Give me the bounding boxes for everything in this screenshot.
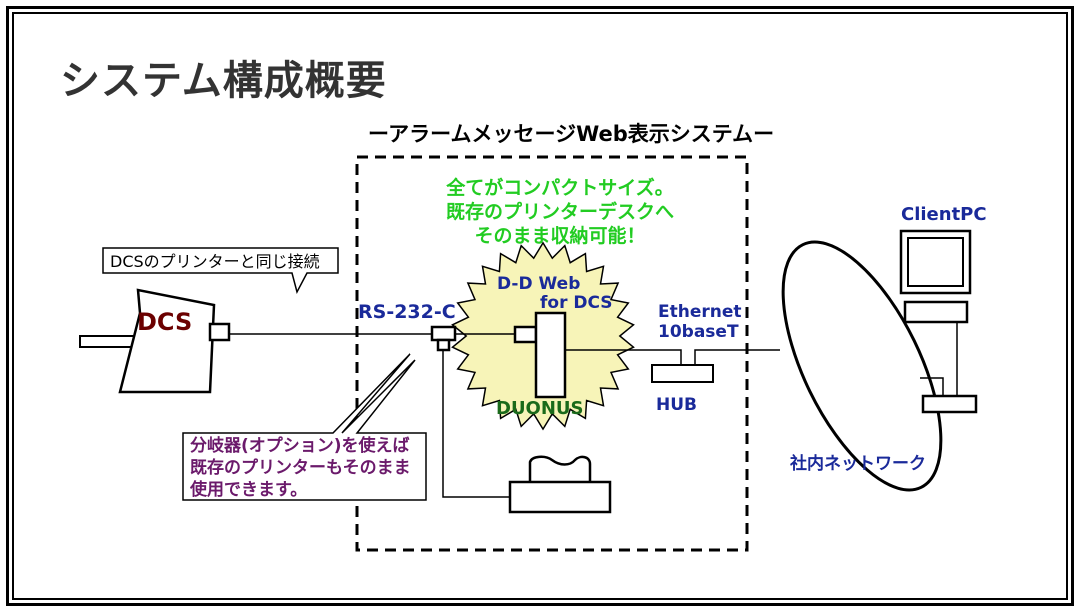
hub-label: HUB: [656, 395, 697, 415]
hub-icon: [651, 364, 714, 383]
dcs-port: [208, 322, 231, 342]
splitter-icon: [430, 325, 457, 352]
outer-frame: [6, 6, 1074, 606]
ethernet-label-line1: Ethernet: [658, 302, 742, 322]
splitter-callout-line: 分岐器(オプション)を使えば: [190, 436, 410, 456]
splitter-callout-line: 使用できます。: [190, 480, 308, 500]
splitter-callout-text: 分岐器(オプション)を使えば 既存のプリンターもそのまま 使用できます。: [190, 435, 411, 501]
dcs-label: DCS: [137, 308, 192, 336]
splitter-callout-line: 既存のプリンターもそのまま: [190, 458, 411, 478]
printer-line: [442, 350, 510, 498]
hub-to-network-line: [694, 349, 780, 365]
system-boundary: [355, 155, 749, 552]
ddweb-label-line1: D-D Web: [497, 274, 580, 294]
clientpc-label: ClientPC: [901, 204, 987, 225]
duonus-device: [513, 311, 567, 399]
page-title: システム構成概要: [60, 58, 387, 104]
ethernet-line: [565, 349, 682, 365]
compact-note-line: 全てがコンパクトサイズ。: [446, 177, 674, 199]
splitter-callout-box: [182, 353, 427, 501]
inner-frame: [12, 12, 1068, 600]
dcs-printer-callout-text: DCSのプリンターと同じ接続: [110, 252, 320, 271]
client-pc-icon: [899, 229, 978, 414]
compact-note-line: 既存のプリンターデスクへ: [445, 201, 674, 223]
dcs-printer-callout-box: [102, 247, 339, 295]
network-label: 社内ネットワーク: [789, 453, 926, 474]
printer-icon: [508, 455, 612, 514]
dcs-device: DCS: [79, 288, 231, 394]
system-subtitle: ーアラームメッセージWeb表示システムー: [368, 122, 775, 146]
rs232c-label: RS-232-C: [358, 301, 456, 323]
company-network-ellipse: [781, 240, 943, 492]
compact-size-note: 全てがコンパクトサイズ。 既存のプリンターデスクへ そのまま収納可能！: [385, 176, 735, 248]
ethernet-label-line2: 10baseT: [658, 322, 739, 342]
duonus-label: DUONUS: [496, 398, 584, 419]
ddweb-label-line2: for DCS: [540, 293, 613, 313]
compact-note-line: そのまま収納可能！: [474, 225, 646, 247]
